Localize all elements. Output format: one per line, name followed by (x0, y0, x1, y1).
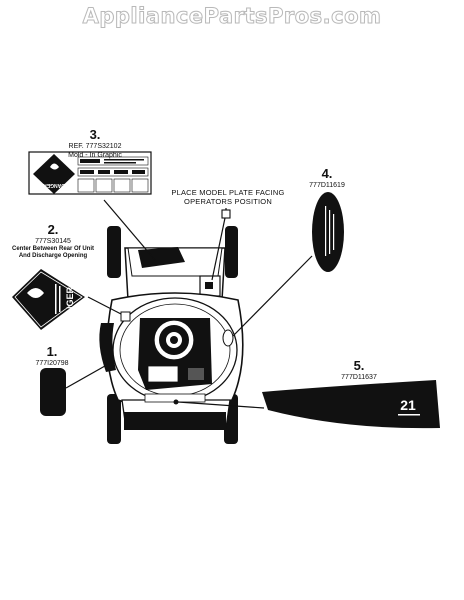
callout-3-part-number: REF. 777S32102 (68, 143, 122, 150)
front-bumper (121, 393, 231, 430)
wheel-front-left (107, 394, 121, 444)
decal-4-location (222, 329, 234, 347)
decal-5-number: 21 (400, 397, 416, 413)
callout-4-part-number: 777D11619 (309, 182, 345, 189)
decal-5: 21 (262, 380, 440, 429)
wheel-rear-left (107, 226, 121, 278)
leader-decal-5 (177, 401, 265, 409)
callout-1: 1. 777I20798 (20, 344, 84, 368)
callout-2: 2. 777S30145 Center Between Rear Of Unit… (2, 222, 104, 260)
decal-1 (40, 368, 66, 416)
leader-model-plate-2 (211, 217, 226, 281)
callout-1-number: 1. (46, 344, 58, 359)
decal-2-location (120, 311, 131, 322)
model-plate-note-line1: PLACE MODEL PLATE FACING (171, 188, 285, 197)
model-plate-note: PLACE MODEL PLATE FACING OPERATORS POSIT… (160, 188, 296, 206)
decal-4 (312, 192, 344, 272)
callout-3-note: Mold - In Graphic (68, 152, 122, 159)
discharge-door (99, 323, 116, 372)
decal-3-danger-word: DANGER (43, 182, 65, 188)
callout-2-part-number: 777S30145 (35, 238, 71, 245)
decal-2-danger-word: DANGER (65, 286, 75, 326)
engine (138, 318, 212, 390)
callout-1-part-number: 777I20798 (35, 360, 69, 367)
callout-5-number: 5. (353, 358, 365, 373)
callout-2-number: 2. (47, 222, 59, 237)
callout-3: 3. REF. 777S32102 Mold - In Graphic (40, 127, 150, 160)
leader-decal-3 (103, 199, 156, 261)
model-plate-note-line2: OPERATORS POSITION (184, 197, 272, 206)
leader-decal-2 (87, 296, 122, 315)
leader-decal-1 (65, 361, 113, 389)
callout-5: 5. 777D11637 (322, 358, 396, 382)
callout-4: 4. 777D11619 (290, 166, 364, 190)
callout-2-note-line2: And Discharge Opening (18, 253, 88, 259)
leader-lines (65, 199, 313, 409)
rear-shroud (124, 247, 226, 307)
callout-4-number: 4. (321, 166, 333, 181)
model-plate-location (221, 209, 231, 219)
watermark: AppliancePartsPros.com (82, 4, 382, 29)
callout-3-number: 3. (89, 127, 101, 142)
decal-3: DANGER (28, 151, 152, 195)
callout-2-note-line1: Center Between Rear Of Unit (11, 246, 95, 252)
wheel-rear-right (225, 226, 238, 278)
leader-decal-4 (232, 255, 313, 337)
callout-5-part-number: 777D11637 (341, 374, 377, 381)
decal-2: DANGER (12, 269, 85, 330)
